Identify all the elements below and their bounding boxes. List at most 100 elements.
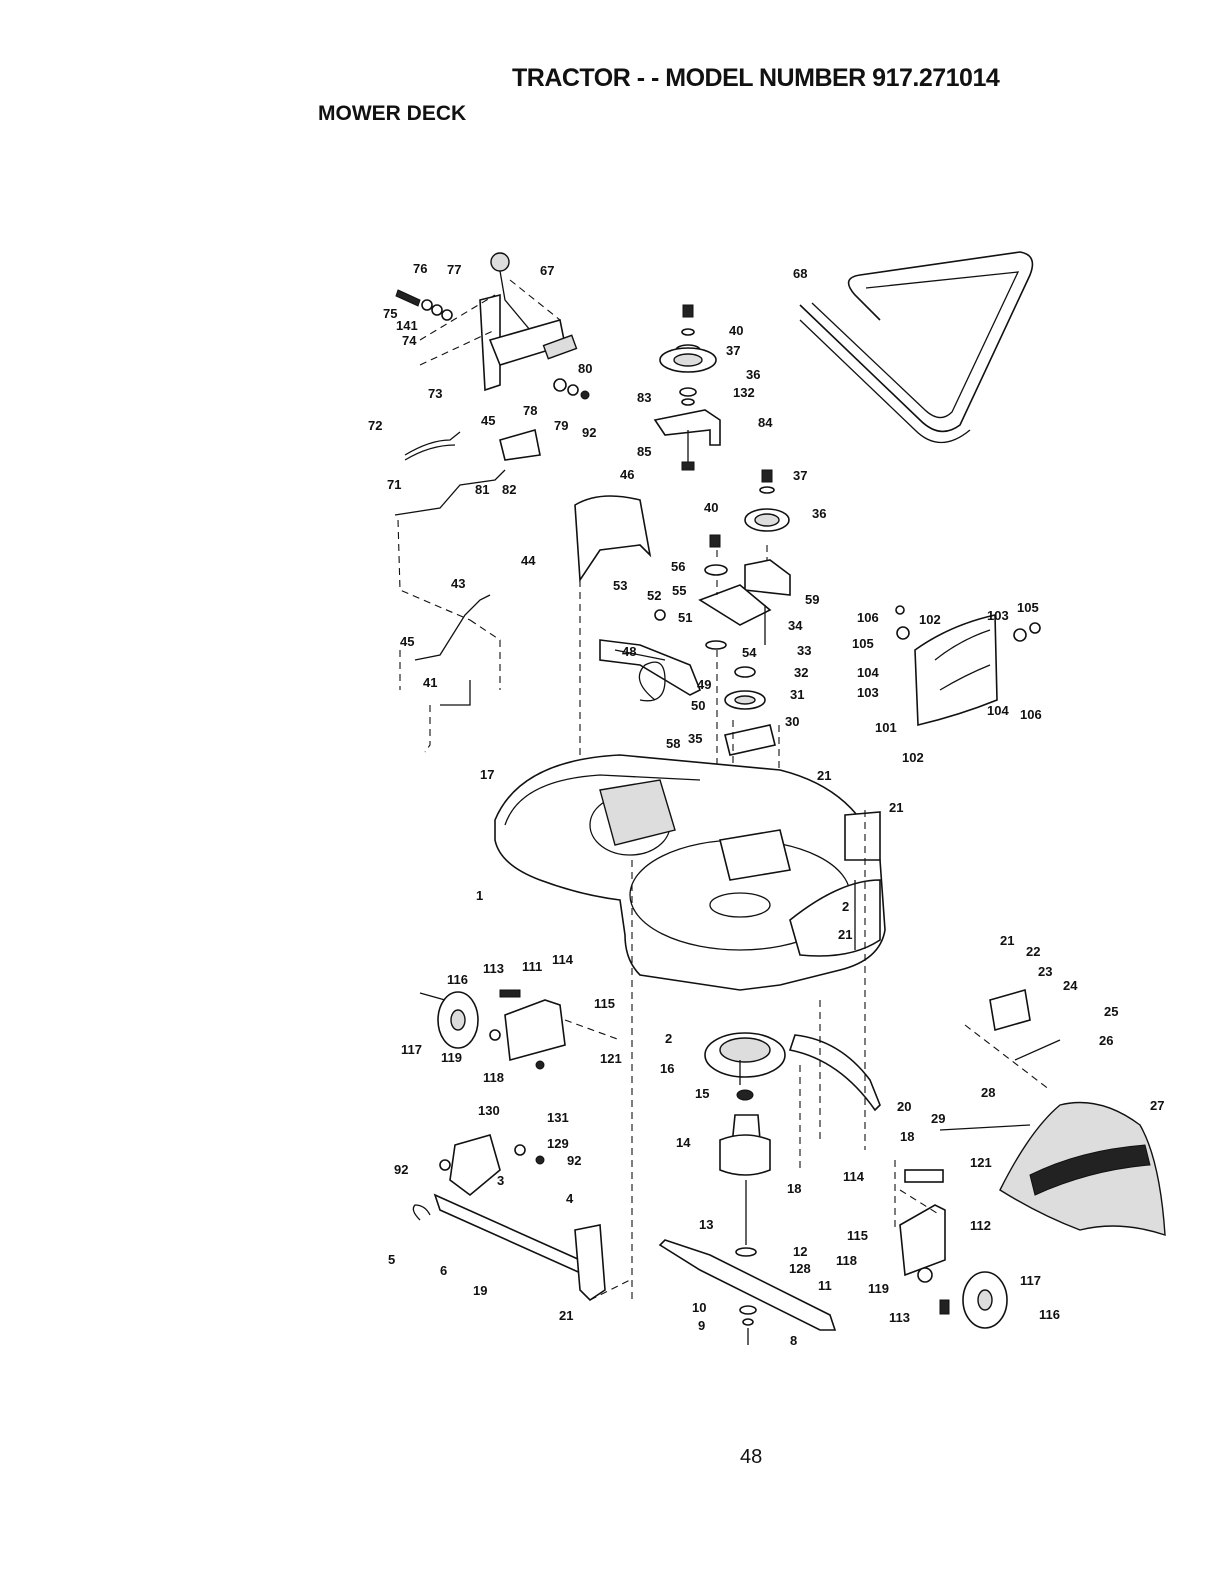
callout-75: 75 (383, 306, 397, 321)
callout-103: 103 (857, 685, 879, 700)
callout-114: 114 (552, 952, 574, 967)
callout-14: 14 (676, 1135, 691, 1150)
callout-85: 85 (637, 444, 651, 459)
callout-17: 17 (480, 767, 494, 782)
callout-58: 58 (666, 736, 680, 751)
callout-84: 84 (758, 415, 773, 430)
callout-115: 115 (847, 1228, 868, 1243)
callout-45: 45 (481, 413, 495, 428)
callout-40: 40 (704, 500, 718, 515)
callout-52: 52 (647, 588, 661, 603)
left-gauge-wheel-drawing (419, 989, 621, 1070)
callout-18: 18 (900, 1129, 914, 1144)
deflector-baffle-drawing (895, 605, 1041, 727)
callout-71: 71 (387, 477, 401, 492)
callout-25: 25 (1104, 1004, 1118, 1019)
lift-lever-assembly-drawing (394, 252, 590, 753)
callout-27: 27 (1150, 1098, 1164, 1113)
callout-92: 92 (567, 1153, 581, 1168)
callout-104: 104 (987, 703, 1009, 718)
callout-49: 49 (697, 677, 711, 692)
callout-115: 115 (594, 996, 615, 1011)
callout-35: 35 (688, 731, 702, 746)
callout-54: 54 (742, 645, 757, 660)
v-belt-drawing (799, 251, 1034, 443)
callout-117: 117 (401, 1042, 422, 1057)
callout-117: 117 (1020, 1273, 1041, 1288)
callout-28: 28 (981, 1085, 995, 1100)
callout-23: 23 (1038, 964, 1052, 979)
callout-44: 44 (521, 553, 536, 568)
callout-36: 36 (746, 367, 760, 382)
callout-21: 21 (559, 1308, 573, 1323)
callout-37: 37 (793, 468, 807, 483)
callout-119: 119 (868, 1281, 889, 1296)
callout-76: 76 (413, 261, 427, 276)
callout-32: 32 (794, 665, 808, 680)
callout-111: 111 (522, 959, 542, 974)
callout-20: 20 (897, 1099, 911, 1114)
right-gauge-wheel-drawing (894, 1160, 1008, 1329)
callout-2: 2 (665, 1031, 672, 1046)
callout-24: 24 (1063, 978, 1078, 993)
callout-101: 101 (875, 720, 897, 735)
callout-51: 51 (678, 610, 692, 625)
center-pulley-stack-drawing (653, 304, 791, 820)
callout-21: 21 (1000, 933, 1014, 948)
callout-21: 21 (838, 927, 852, 942)
callout-26: 26 (1099, 1033, 1113, 1048)
callout-78: 78 (523, 403, 537, 418)
callout-119: 119 (441, 1050, 462, 1065)
callout-36: 36 (812, 506, 826, 521)
callout-130: 130 (478, 1103, 500, 1118)
callout-55: 55 (672, 583, 686, 598)
callout-30: 30 (785, 714, 799, 729)
callout-105: 105 (852, 636, 874, 651)
callout-5: 5 (388, 1252, 395, 1267)
callout-113: 113 (483, 961, 504, 976)
page-number: 48 (740, 1446, 763, 1468)
callout-56: 56 (671, 559, 685, 574)
callout-8: 8 (790, 1333, 797, 1348)
callout-83: 83 (637, 390, 651, 405)
callout-21: 21 (817, 768, 831, 783)
callout-18: 18 (787, 1181, 801, 1196)
callout-21: 21 (889, 800, 903, 815)
callout-82: 82 (502, 482, 516, 497)
callout-10: 10 (692, 1300, 706, 1315)
callout-102: 102 (902, 750, 924, 765)
callout-45: 45 (400, 634, 414, 649)
callout-102: 102 (919, 612, 941, 627)
callout-46: 46 (620, 467, 634, 482)
callout-22: 22 (1026, 944, 1040, 959)
idler-arm-and-guard-drawing (574, 495, 702, 820)
callout-104: 104 (857, 665, 879, 680)
callout-67: 67 (540, 263, 554, 278)
callout-92: 92 (582, 425, 596, 440)
callout-118: 118 (483, 1070, 504, 1085)
callout-40: 40 (729, 323, 743, 338)
callout-4: 4 (566, 1191, 574, 1206)
spindle-and-blade-drawing (631, 810, 881, 1345)
callout-79: 79 (554, 418, 568, 433)
callout-3: 3 (497, 1173, 504, 1188)
callout-121: 121 (970, 1155, 992, 1170)
callout-113: 113 (889, 1310, 910, 1325)
callout-77: 77 (447, 262, 461, 277)
callout-19: 19 (473, 1283, 487, 1298)
discharge-chute-drawing (939, 988, 1166, 1236)
callout-72: 72 (368, 418, 382, 433)
callout-1: 1 (476, 888, 483, 903)
callout-92: 92 (394, 1162, 408, 1177)
callout-31: 31 (790, 687, 804, 702)
front-link-drawing (412, 1134, 631, 1302)
callout-48: 48 (622, 644, 636, 659)
callout-12: 12 (793, 1244, 807, 1259)
callout-33: 33 (797, 643, 811, 658)
callout-80: 80 (578, 361, 592, 376)
callout-73: 73 (428, 386, 442, 401)
callout-2: 2 (842, 899, 849, 914)
callout-103: 103 (987, 608, 1009, 623)
